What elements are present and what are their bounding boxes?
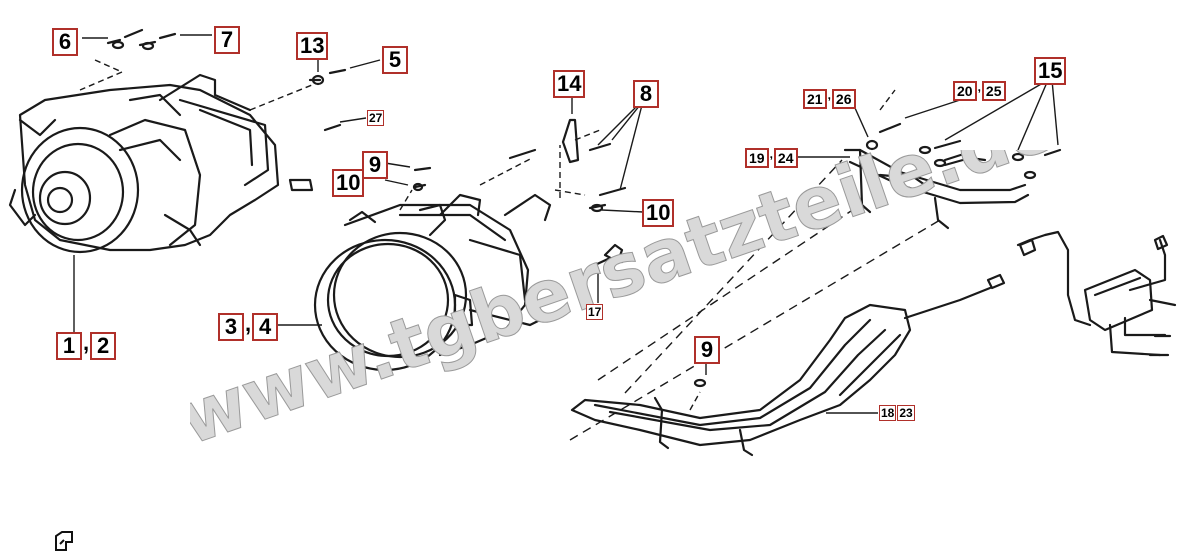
part-number: 19	[745, 148, 769, 168]
wiring-harness	[986, 230, 1177, 357]
corner-mark-icon	[55, 531, 73, 551]
separator: ,	[827, 88, 831, 102]
separator: ,	[977, 80, 981, 94]
headlight-housing-left	[8, 73, 314, 254]
callout-13: 13	[296, 32, 329, 60]
callout-8: 8	[633, 80, 659, 108]
callout-3-4: 3,4	[218, 311, 279, 341]
callout-10-left: 10	[332, 169, 365, 197]
part-number: 9	[362, 151, 388, 179]
part-number: 13	[296, 32, 329, 60]
callout-7: 7	[214, 26, 240, 54]
separator: ,	[769, 147, 773, 161]
separator: ,	[83, 330, 90, 355]
part-number: 7	[214, 26, 240, 54]
headlight-housing-center	[313, 193, 552, 372]
part-number: 10	[332, 169, 365, 197]
part-number: 9	[694, 336, 720, 364]
part-number: 6	[52, 28, 78, 56]
lower-cover-panel	[570, 286, 992, 457]
part-number: 1	[56, 332, 82, 360]
callout-27: 27	[367, 110, 385, 126]
part-number: 10	[642, 199, 675, 227]
callout-17: 17	[586, 304, 604, 320]
part-number: 14	[553, 70, 586, 98]
part-number: 3	[218, 313, 244, 341]
part-number: 15	[1034, 57, 1067, 85]
callout-1-2: 1,2	[56, 330, 117, 360]
part-number: 24	[773, 148, 798, 168]
callout-5: 5	[382, 46, 408, 74]
callout-9-top: 9	[362, 151, 388, 179]
part-number: 17	[586, 304, 604, 320]
callout-9-bottom: 9	[694, 336, 720, 364]
separator: ,	[245, 311, 252, 336]
callout-21-26: 21,26	[803, 89, 856, 109]
callout-15: 15	[1034, 57, 1067, 85]
part-number: 8	[633, 80, 659, 108]
part-number: 5	[382, 46, 408, 74]
part-number: 21	[803, 89, 827, 109]
callout-6: 6	[52, 28, 78, 56]
part-number: 18	[879, 405, 897, 421]
part-number: 4	[252, 313, 279, 341]
part-number: 27	[367, 110, 385, 126]
callout-20-25: 20,25	[953, 81, 1006, 101]
part-number: 25	[981, 81, 1006, 101]
mounting-bracket-right	[843, 148, 1030, 230]
callout-10-right: 10	[642, 199, 675, 227]
callout-19-24: 19,24	[745, 148, 798, 168]
part-number: 20	[953, 81, 977, 101]
part-number: 23	[897, 405, 915, 421]
part-number: 2	[90, 332, 117, 360]
callout-14: 14	[553, 70, 586, 98]
part-number: 26	[831, 89, 856, 109]
